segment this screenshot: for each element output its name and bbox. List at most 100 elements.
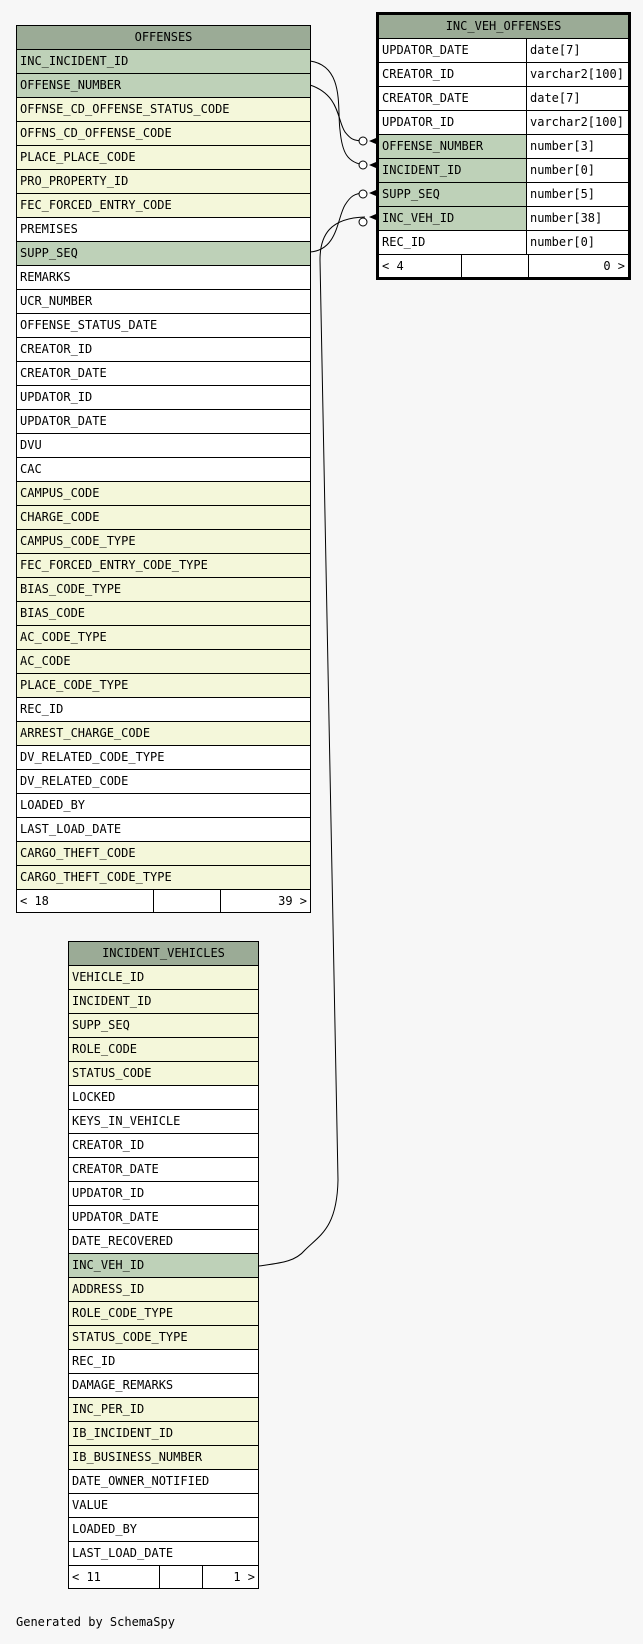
- column-name: CREATOR_DATE: [379, 87, 527, 110]
- column-row[interactable]: PLACE_PLACE_CODE: [17, 146, 310, 170]
- column-row[interactable]: BIAS_CODE: [17, 602, 310, 626]
- column-row[interactable]: OFFNSE_CD_OFFENSE_STATUS_CODE: [17, 98, 310, 122]
- inc-veh-offenses-footer-spacer: [461, 255, 529, 277]
- column-row[interactable]: OFFENSE_NUMBER: [17, 74, 310, 98]
- column-row[interactable]: REMARKS: [17, 266, 310, 290]
- column-row[interactable]: CREATOR_DATE: [69, 1158, 258, 1182]
- column-row[interactable]: OFFNS_CD_OFFENSE_CODE: [17, 122, 310, 146]
- column-row[interactable]: BIAS_CODE_TYPE: [17, 578, 310, 602]
- column-row[interactable]: INC_PER_ID: [69, 1398, 258, 1422]
- column-row[interactable]: LOCKED: [69, 1086, 258, 1110]
- column-row[interactable]: ADDRESS_ID: [69, 1278, 258, 1302]
- column-name: AC_CODE: [20, 654, 71, 668]
- column-type: varchar2[100]: [527, 63, 628, 86]
- column-type: number[38]: [527, 207, 628, 230]
- column-row[interactable]: DV_RELATED_CODE: [17, 770, 310, 794]
- column-type: number[3]: [527, 135, 628, 158]
- column-row[interactable]: ARREST_CHARGE_CODE: [17, 722, 310, 746]
- column-row[interactable]: UPDATOR_DATE: [17, 410, 310, 434]
- column-name: UPDATOR_ID: [379, 111, 527, 134]
- column-row[interactable]: UCR_NUMBER: [17, 290, 310, 314]
- column-name: SUPP_SEQ: [20, 246, 78, 260]
- column-row[interactable]: DV_RELATED_CODE_TYPE: [17, 746, 310, 770]
- column-row[interactable]: ROLE_CODE: [69, 1038, 258, 1062]
- column-row[interactable]: PRO_PROPERTY_ID: [17, 170, 310, 194]
- column-row[interactable]: DATE_RECOVERED: [69, 1230, 258, 1254]
- offenses-table-title: OFFENSES: [17, 26, 310, 50]
- column-row[interactable]: IB_BUSINESS_NUMBER: [69, 1446, 258, 1470]
- column-row[interactable]: STATUS_CODE_TYPE: [69, 1326, 258, 1350]
- column-row[interactable]: CREATOR_ID: [69, 1134, 258, 1158]
- column-name: DV_RELATED_CODE: [20, 774, 129, 788]
- column-row[interactable]: AC_CODE_TYPE: [17, 626, 310, 650]
- column-row[interactable]: DVU: [17, 434, 310, 458]
- column-row[interactable]: UPDATOR_ID: [17, 386, 310, 410]
- column-name: OFFENSE_STATUS_DATE: [20, 318, 158, 332]
- column-row[interactable]: PREMISES: [17, 218, 310, 242]
- column-name: UPDATOR_DATE: [379, 39, 527, 62]
- column-name: UPDATOR_DATE: [20, 414, 107, 428]
- column-name: INC_INCIDENT_ID: [20, 54, 129, 68]
- column-name: ARREST_CHARGE_CODE: [20, 726, 151, 740]
- column-row[interactable]: DAMAGE_REMARKS: [69, 1374, 258, 1398]
- column-row[interactable]: REC_ID: [69, 1350, 258, 1374]
- column-row[interactable]: CAMPUS_CODE_TYPE: [17, 530, 310, 554]
- column-row[interactable]: AC_CODE: [17, 650, 310, 674]
- column-name: UPDATOR_DATE: [72, 1210, 159, 1224]
- column-row[interactable]: VEHICLE_ID: [69, 966, 258, 990]
- column-name: ADDRESS_ID: [72, 1282, 145, 1296]
- column-row[interactable]: KEYS_IN_VEHICLE: [69, 1110, 258, 1134]
- column-row[interactable]: SUPP_SEQ: [17, 242, 310, 266]
- column-name: PLACE_CODE_TYPE: [20, 678, 129, 692]
- column-row[interactable]: LAST_LOAD_DATE: [17, 818, 310, 842]
- column-name: STATUS_CODE_TYPE: [72, 1330, 188, 1344]
- column-name: CARGO_THEFT_CODE: [20, 846, 136, 860]
- incident-vehicles-table-footer: < 11 1 >: [69, 1566, 258, 1588]
- column-row[interactable]: IB_INCIDENT_ID: [69, 1422, 258, 1446]
- column-row[interactable]: LAST_LOAD_DATE: [69, 1542, 258, 1566]
- column-row[interactable]: CHARGE_CODE: [17, 506, 310, 530]
- column-row[interactable]: INCIDENT_ID: [69, 990, 258, 1014]
- column-row[interactable]: CREATOR_ID: [17, 338, 310, 362]
- column-row[interactable]: SUPP_SEQ: [69, 1014, 258, 1038]
- column-row[interactable]: DATE_OWNER_NOTIFIED: [69, 1470, 258, 1494]
- column-row[interactable]: CAC: [17, 458, 310, 482]
- column-name: DATE_RECOVERED: [72, 1234, 174, 1248]
- column-row[interactable]: UPDATOR_DATE: [69, 1206, 258, 1230]
- column-row[interactable]: FEC_FORCED_ENTRY_CODE: [17, 194, 310, 218]
- column-row[interactable]: LOADED_BY: [69, 1518, 258, 1542]
- column-type: number[5]: [527, 183, 628, 206]
- column-row[interactable]: CARGO_THEFT_CODE_TYPE: [17, 866, 310, 890]
- offenses-table-footer: < 18 39 >: [17, 890, 310, 912]
- column-row[interactable]: INC_INCIDENT_ID: [17, 50, 310, 74]
- column-row[interactable]: LOADED_BY: [17, 794, 310, 818]
- column-row[interactable]: REC_ID: [17, 698, 310, 722]
- column-row[interactable]: CAMPUS_CODE: [17, 482, 310, 506]
- link-inc-veh-id: [258, 216, 366, 1267]
- column-row[interactable]: ROLE_CODE_TYPE: [69, 1302, 258, 1326]
- column-row[interactable]: CARGO_THEFT_CODE: [17, 842, 310, 866]
- column-row[interactable]: UPDATOR_ID: [69, 1182, 258, 1206]
- column-row[interactable]: VALUE: [69, 1494, 258, 1518]
- column-row[interactable]: OFFENSE_STATUS_DATE: [17, 314, 310, 338]
- column-row[interactable]: CREATOR_DATE: [17, 362, 310, 386]
- column-row[interactable]: STATUS_CODE: [69, 1062, 258, 1086]
- column-row[interactable]: FEC_FORCED_ENTRY_CODE_TYPE: [17, 554, 310, 578]
- column-name: BIAS_CODE: [20, 606, 86, 620]
- column-name: REMARKS: [20, 270, 71, 284]
- column-row[interactable]: PLACE_CODE_TYPE: [17, 674, 310, 698]
- column-row[interactable]: INC_VEH_ID: [69, 1254, 258, 1278]
